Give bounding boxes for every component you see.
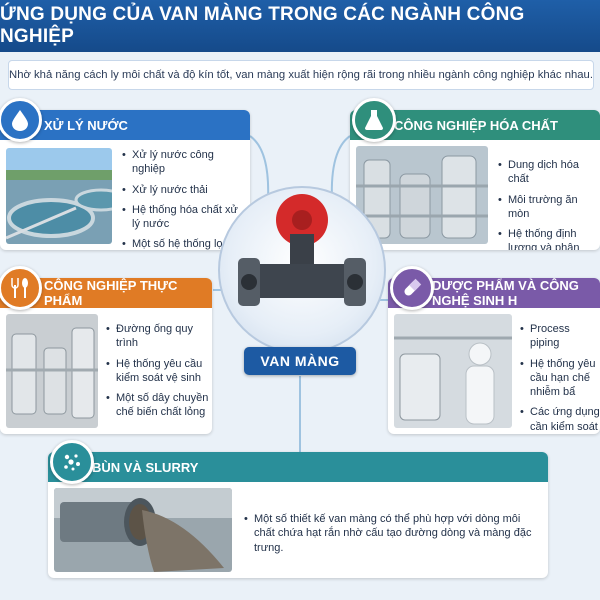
diaphragm-valve-icon (238, 194, 366, 306)
card-food-industry: CÔNG NGHIỆP THỰC PHẨM Đường ống quy trìn… (0, 278, 212, 434)
list-item: Hệ thống hóa chất xử lý nước (122, 203, 246, 232)
particles-icon (50, 440, 94, 484)
water-treatment-photo (6, 148, 112, 244)
card-water-treatment: XỬ LÝ NƯỚC Xử lý nước công nghiệp Xử lý … (0, 110, 250, 250)
list-item: Hệ thống yêu cầu kiểm soát vệ sinh (106, 357, 210, 386)
card-title: DƯỢC PHẨM VÀ CÔNG NGHỆ SINH H (432, 278, 579, 308)
page-title: ỨNG DỤNG CỦA VAN MÀNG TRONG CÁC NGÀNH CÔ… (0, 4, 525, 47)
list-item: Đường ống quy trình (106, 322, 210, 351)
card-title: XỬ LÝ NƯỚC (44, 117, 128, 133)
list-item: Hệ thống định lượng và phân phối hóa ch (498, 227, 600, 250)
water-list: Xử lý nước công nghiệp Xử lý nước thải H… (122, 148, 246, 250)
pharma-list: Process piping Hệ thống yêu cầu hạn chế … (520, 322, 600, 434)
list-item: Môi trường ăn mòn (498, 193, 600, 222)
card-title: CÔNG NGHIỆP THỰC PHẨM (44, 278, 178, 308)
flask-icon (352, 98, 396, 142)
card-title: BÙN VÀ SLURRY (92, 459, 199, 475)
list-item: Một số thiết kế van màng có thể phù hợp … (244, 512, 540, 555)
list-item: Dung dịch hóa chất (498, 158, 600, 187)
food-factory-photo (6, 314, 98, 428)
capsule-icon (390, 266, 434, 310)
card-chemical-industry: CÔNG NGHIỆP HÓA CHẤT Dung dịch hóa chất … (350, 110, 600, 250)
intro-text: Nhờ khả năng cách ly môi chất và độ kín … (8, 60, 594, 90)
valve-illustration (218, 186, 386, 354)
fork-spoon-icon (0, 266, 42, 310)
pharma-lab-photo (394, 314, 512, 428)
food-list: Đường ống quy trình Hệ thống yêu cầu kiể… (106, 322, 210, 426)
center-valve-label: VAN MÀNG (244, 347, 356, 375)
list-item: Một số hệ thống lọc (122, 237, 246, 250)
title-bar: ỨNG DỤNG CỦA VAN MÀNG TRONG CÁC NGÀNH CÔ… (0, 0, 600, 52)
card-slurry: BÙN VÀ SLURRY Một số thiết kế van màng c… (48, 452, 548, 578)
chemical-plant-photo (356, 146, 488, 244)
list-item: Hệ thống yêu cầu hạn chế nhiễm bẩ (520, 357, 600, 400)
slurry-list: Một số thiết kế van màng có thể phù hợp … (244, 512, 540, 561)
list-item: Xử lý nước công nghiệp (122, 148, 246, 177)
card-title: CÔNG NGHIỆP HÓA CHẤT (394, 117, 558, 133)
card-header: BÙN VÀ SLURRY (48, 452, 548, 482)
card-header: XỬ LÝ NƯỚC (0, 110, 250, 140)
water-drop-icon (0, 98, 42, 142)
list-item: Một số dây chuyền chế biến chất lỏng (106, 391, 210, 420)
list-item: Process piping (520, 322, 600, 351)
list-item: Xử lý nước thải (122, 183, 246, 198)
chemical-list: Dung dịch hóa chất Môi trường ăn mòn Hệ … (498, 158, 600, 250)
list-item: Các ứng dụng cần kiểm soát độ sạch nghiê… (520, 405, 600, 434)
slurry-pipe-photo (54, 488, 232, 572)
